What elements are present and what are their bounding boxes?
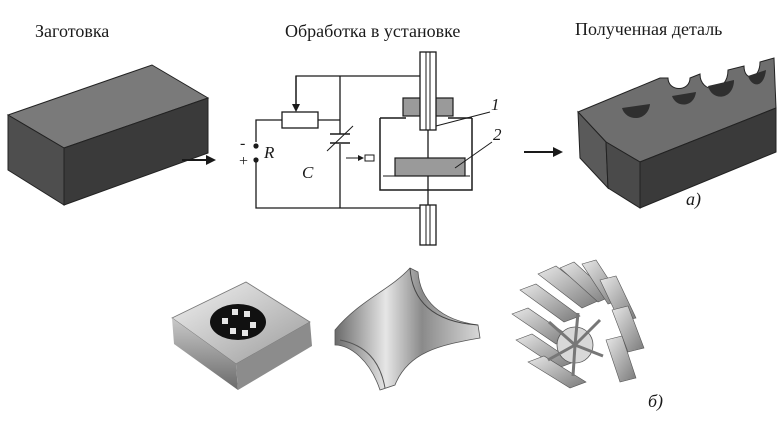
blank-block [6,64,210,206]
panel-label-a: а) [686,189,701,209]
capacitor-symbol [326,125,375,162]
callout-2: 2 [493,125,502,144]
callout-leaders [435,111,493,169]
label-resistor: R [263,143,275,162]
arrow-to-machine [182,155,216,165]
caption-result: Полученная деталь [575,19,723,39]
label-capacitor: C [302,163,314,182]
lower-guide [419,204,437,246]
example-plate [171,281,312,390]
caption-blank: Заготовка [35,21,110,41]
terminals [253,143,259,163]
callout-1: 1 [491,95,500,114]
workpiece-in-tank [383,157,470,177]
resistor-symbol [281,76,319,129]
panel-label-b: б) [648,391,664,411]
example-gear [511,259,645,389]
terminal-minus: - [240,135,245,152]
caption-processing: Обработка в установке [285,21,461,41]
arrow-to-part [524,147,563,157]
example-profile [334,267,481,391]
terminal-plus: + [239,153,248,170]
result-part [577,57,777,209]
electrode-holder [402,51,454,131]
